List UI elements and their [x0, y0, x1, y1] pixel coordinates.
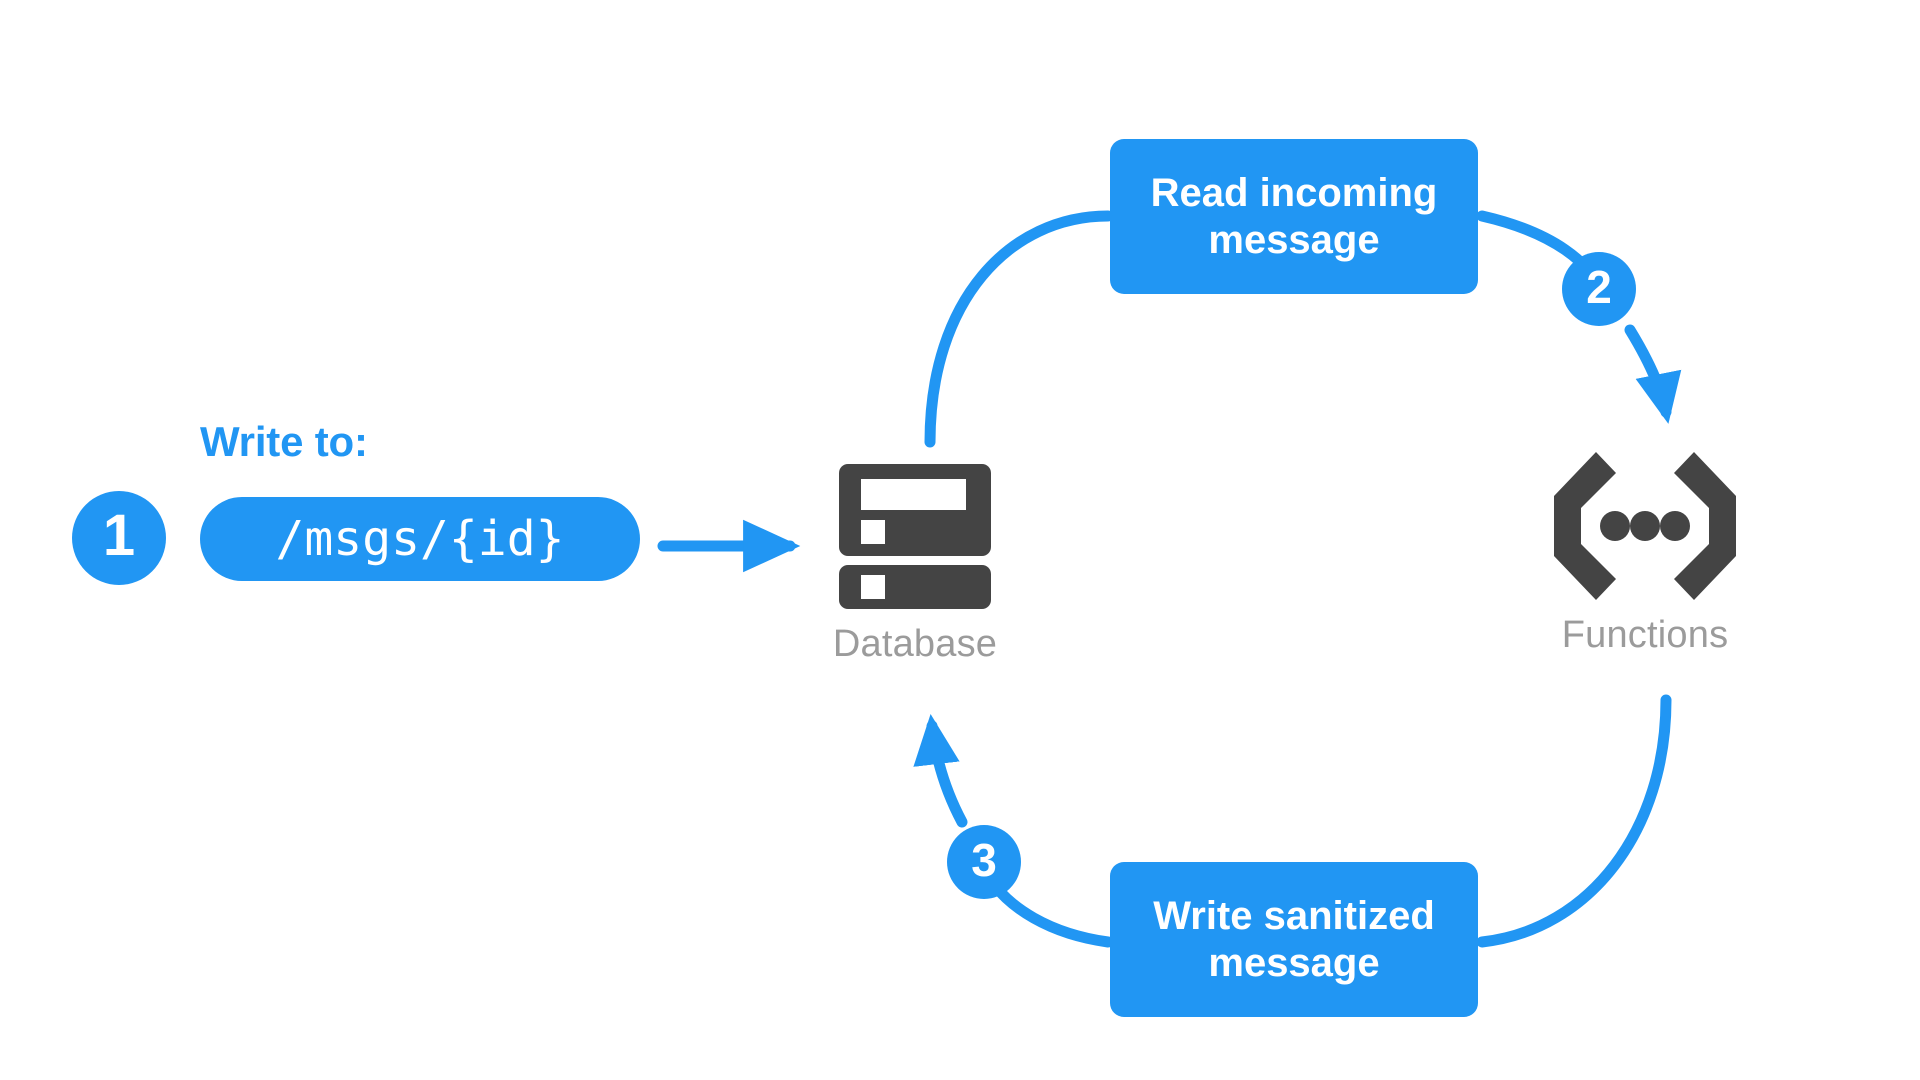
step-badge-1: 1 [72, 491, 166, 585]
functions-dot-2 [1630, 511, 1660, 541]
write-to-label: Write to: [200, 418, 368, 465]
path-pill[interactable]: /msgs/{id} [200, 497, 640, 581]
step-badge-3-number: 3 [971, 834, 997, 886]
node-functions[interactable]: Functions [1520, 452, 1770, 657]
node-database[interactable]: Database [810, 464, 1020, 666]
database-icon-led-top [861, 520, 885, 544]
database-icon-slot [861, 479, 966, 510]
functions-label: Functions [1561, 614, 1729, 656]
database-icon-bottom-tier [839, 565, 991, 609]
database-icon [839, 464, 991, 609]
functions-dot-1 [1600, 511, 1630, 541]
functions-to-write-curve [1476, 694, 1672, 948]
write-sanitized-message-box[interactable]: Write sanitized message [1110, 862, 1478, 1017]
step-badge-1-number: 1 [102, 503, 136, 568]
step-badge-3: 3 [947, 825, 1021, 899]
step-badge-2: 2 [1562, 252, 1636, 326]
functions-right-bracket [1674, 452, 1736, 600]
functions-left-bracket [1554, 452, 1616, 600]
read-box-line-2: message [1208, 217, 1380, 262]
read-box-line-1: Read incoming [1150, 171, 1438, 216]
database-label: Database [832, 623, 998, 665]
read-incoming-message-box[interactable]: Read incoming message [1110, 139, 1478, 294]
write-box-line-1: Write sanitized [1153, 894, 1435, 939]
database-icon-led-bottom [861, 575, 885, 599]
database-icon-top-tier [839, 464, 991, 556]
step-badge-2-number: 2 [1586, 261, 1612, 313]
functions-dot-3 [1660, 511, 1690, 541]
functions-braces-icon [1550, 452, 1740, 600]
write-box-line-2: message [1208, 940, 1380, 985]
database-to-read-curve [924, 210, 1114, 448]
path-pill-value: /msgs/{id} [275, 511, 565, 567]
